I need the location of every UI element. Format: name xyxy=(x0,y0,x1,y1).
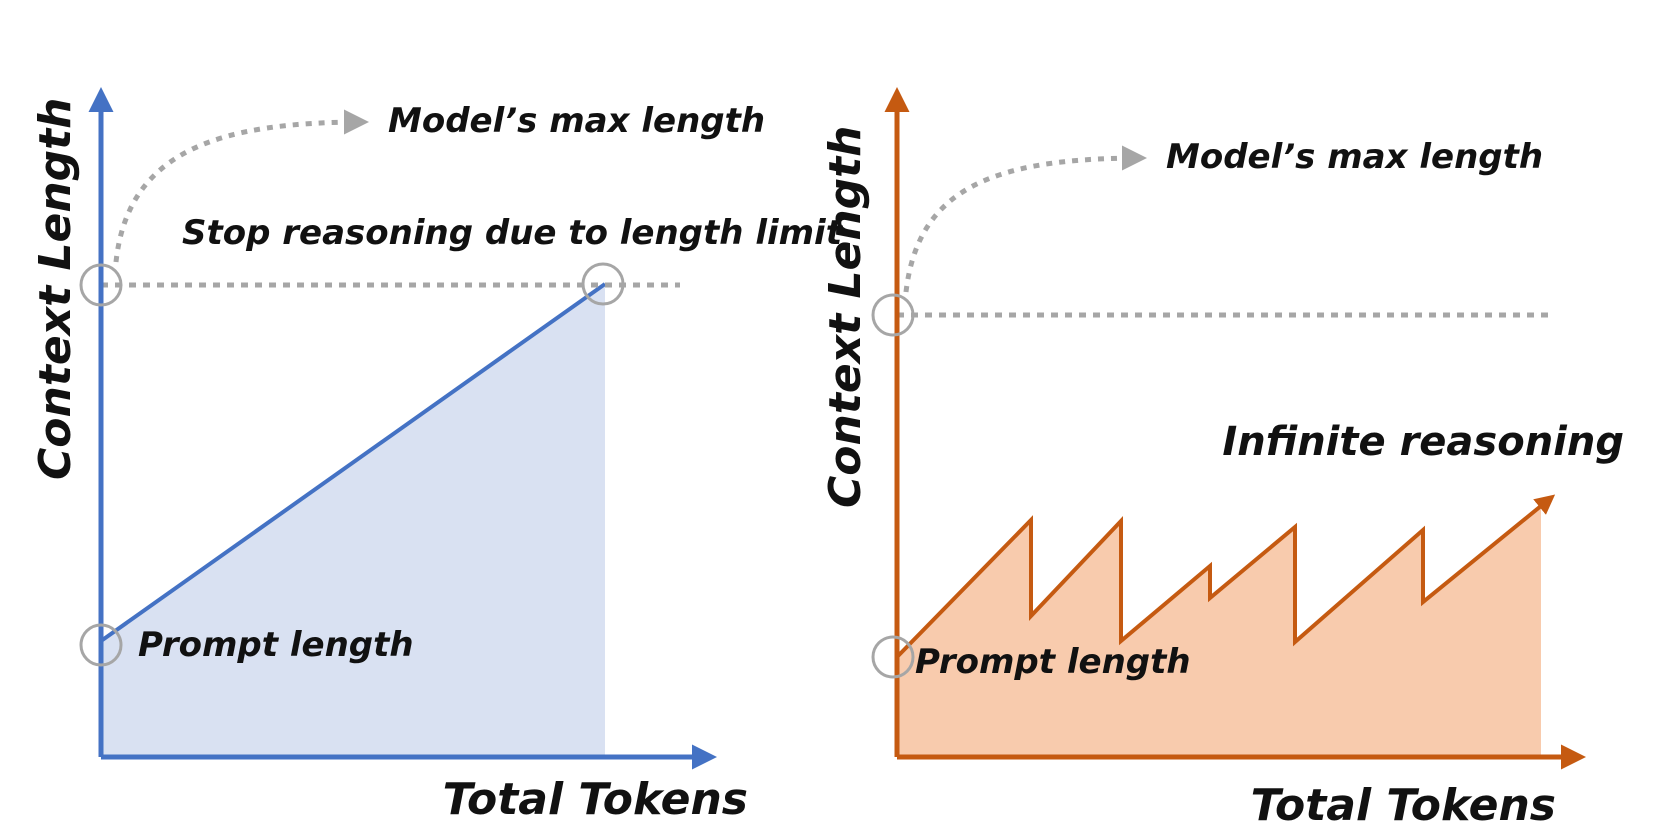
left-growth-line xyxy=(99,282,607,643)
right-prompt-length-marker xyxy=(871,635,915,679)
left-max-length-pointer xyxy=(113,109,369,263)
right-sawtooth-line xyxy=(895,494,1556,659)
right-max-length-pointer xyxy=(903,145,1147,293)
left-x-axis-label: Total Tokens xyxy=(443,774,748,825)
left-y-axis-label: Context Length xyxy=(30,97,81,480)
left-prompt-label: Prompt length xyxy=(138,625,414,665)
left-stop-point-marker xyxy=(581,262,625,306)
right-max-length-label: Model’s max length xyxy=(1166,137,1543,177)
left-context-area xyxy=(101,284,605,757)
right-context-area xyxy=(897,505,1541,757)
left-panel: Context Length Total Tokens Model’s max … xyxy=(30,87,844,825)
right-prompt-label: Prompt length xyxy=(915,642,1191,682)
right-infinite-label: Infinite reasoning xyxy=(1222,419,1624,465)
left-max-length-marker xyxy=(79,263,123,307)
left-max-length-label: Model’s max length xyxy=(388,101,765,141)
right-x-axis-label: Total Tokens xyxy=(1251,780,1556,831)
left-prompt-length-marker xyxy=(79,623,123,667)
right-panel: Context Length Total Tokens Model’s max … xyxy=(820,87,1624,831)
right-max-length-marker xyxy=(871,293,915,337)
right-y-axis-label: Context Length xyxy=(820,125,871,508)
left-stop-label: Stop reasoning due to length limit xyxy=(182,213,844,253)
